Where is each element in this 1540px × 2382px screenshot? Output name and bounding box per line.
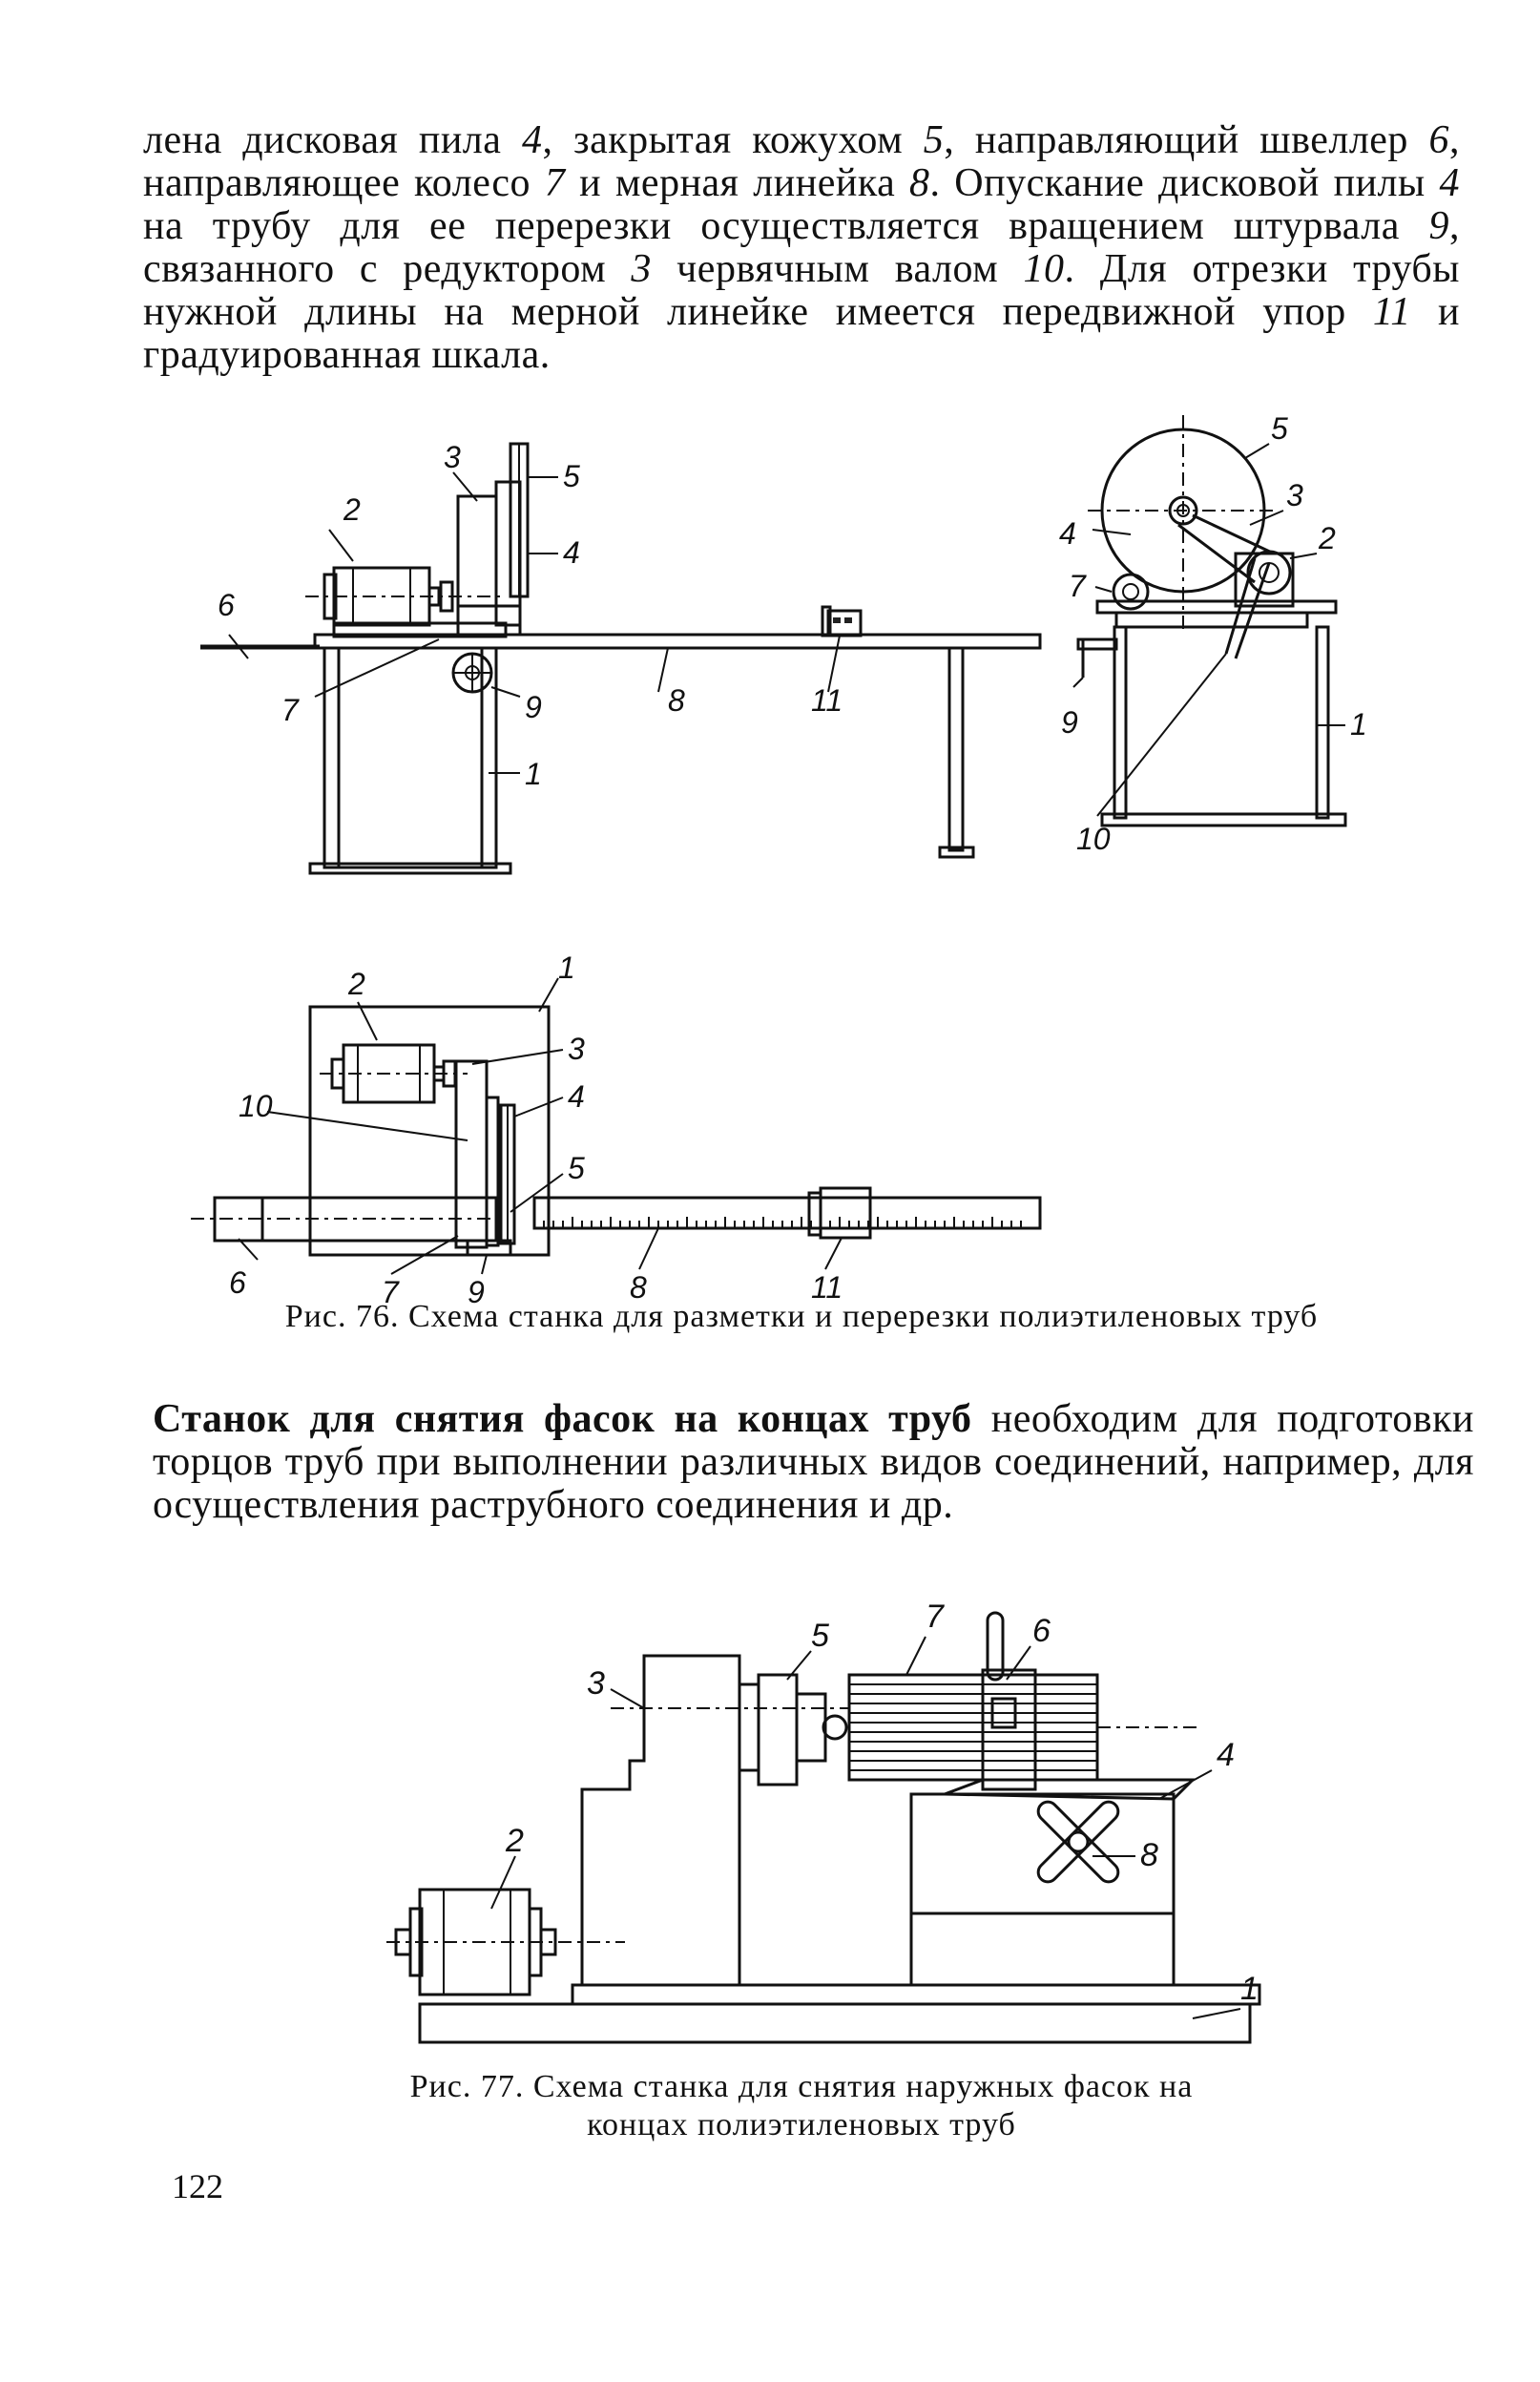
- fig76-side-label-9: 9: [525, 690, 542, 724]
- fig76-side-label-3: 3: [444, 440, 461, 474]
- fig76-top-label-5: 5: [568, 1151, 585, 1185]
- fig77-caption-line-2: концах полиэтиленовых труб: [587, 2107, 1016, 2142]
- fig76-top-label-1: 1: [558, 951, 575, 985]
- fig76-side-label-7: 7: [281, 693, 300, 727]
- fig76-end-label-3: 3: [1286, 478, 1303, 512]
- fig77-label-7: 7: [926, 1598, 945, 1635]
- fig76-end-label-4: 4: [1059, 516, 1076, 551]
- fig76-side-view: 2 3 5 4 6 7 9 8 11 1: [200, 440, 1042, 875]
- fig77-caption: Рис. 77. Схема станка для снятия наружны…: [353, 2068, 1250, 2144]
- fig77-caption-line-1: Рис. 77. Схема станка для снятия наружны…: [409, 2069, 1194, 2104]
- fig76-side-label-8: 8: [668, 683, 685, 718]
- fig76-end-label-1: 1: [1350, 707, 1367, 742]
- fig76-top-label-10: 10: [239, 1089, 273, 1123]
- fig76-top-label-4: 4: [568, 1079, 585, 1114]
- fig76-top-view: 2 1 3 10 4 5 6 7 9 8 11: [191, 951, 1042, 1309]
- fig76-top-label-7: 7: [382, 1275, 400, 1309]
- fig76-top-label-2: 2: [347, 967, 365, 1001]
- fig76-top-label-3: 3: [568, 1032, 585, 1066]
- fig77-chamfer-machine: 7 5 6 3 4 2 8 1: [386, 1598, 1261, 2044]
- fig76-top-label-6: 6: [229, 1265, 246, 1300]
- fig76-end-label-7: 7: [1069, 569, 1087, 603]
- fig77-label-4: 4: [1217, 1737, 1235, 1773]
- body-paragraph-2: Станок для снятия фасок на концах труб н…: [153, 1397, 1474, 1527]
- fig76-side-label-6: 6: [218, 588, 235, 622]
- fig77-label-3: 3: [587, 1665, 605, 1702]
- body-paragraph-1: лена дисковая пила 4, закрытая кожухом 5…: [143, 118, 1461, 377]
- fig76-side-label-4: 4: [563, 535, 580, 570]
- fig77-label-2: 2: [505, 1823, 524, 1859]
- fig76-end-label-10: 10: [1076, 822, 1111, 856]
- fig76-caption: Рис. 76. Схема станка для разметки и пер…: [284, 1299, 1319, 1334]
- fig76-end-label-2: 2: [1318, 521, 1336, 555]
- fig77-hand-cross: [1036, 1800, 1120, 1884]
- fig77-label-5: 5: [811, 1618, 829, 1654]
- fig76-side-label-5: 5: [563, 459, 580, 493]
- fig77-label-1: 1: [1240, 1971, 1259, 2007]
- page-number: 122: [172, 2167, 223, 2205]
- fig76-end-view: 5 3 4 2 7 9 10 1: [1059, 411, 1367, 856]
- fig77-label-8: 8: [1140, 1837, 1158, 1873]
- fig76-top-label-8: 8: [630, 1270, 647, 1305]
- fig77-label-6: 6: [1032, 1613, 1051, 1649]
- fig76-side-label-1: 1: [525, 757, 542, 791]
- fig76-side-label-11: 11: [811, 683, 843, 718]
- fig76-side-label-2: 2: [343, 492, 361, 527]
- fig76-ruler-ticks: [543, 1217, 1022, 1228]
- fig77-pipe-ribs: [849, 1683, 1097, 1771]
- fig76-top-label-11: 11: [811, 1270, 843, 1305]
- fig76-top-label-9: 9: [468, 1275, 485, 1309]
- fig76-end-label-9: 9: [1061, 705, 1078, 740]
- fig76-end-label-5: 5: [1271, 411, 1288, 446]
